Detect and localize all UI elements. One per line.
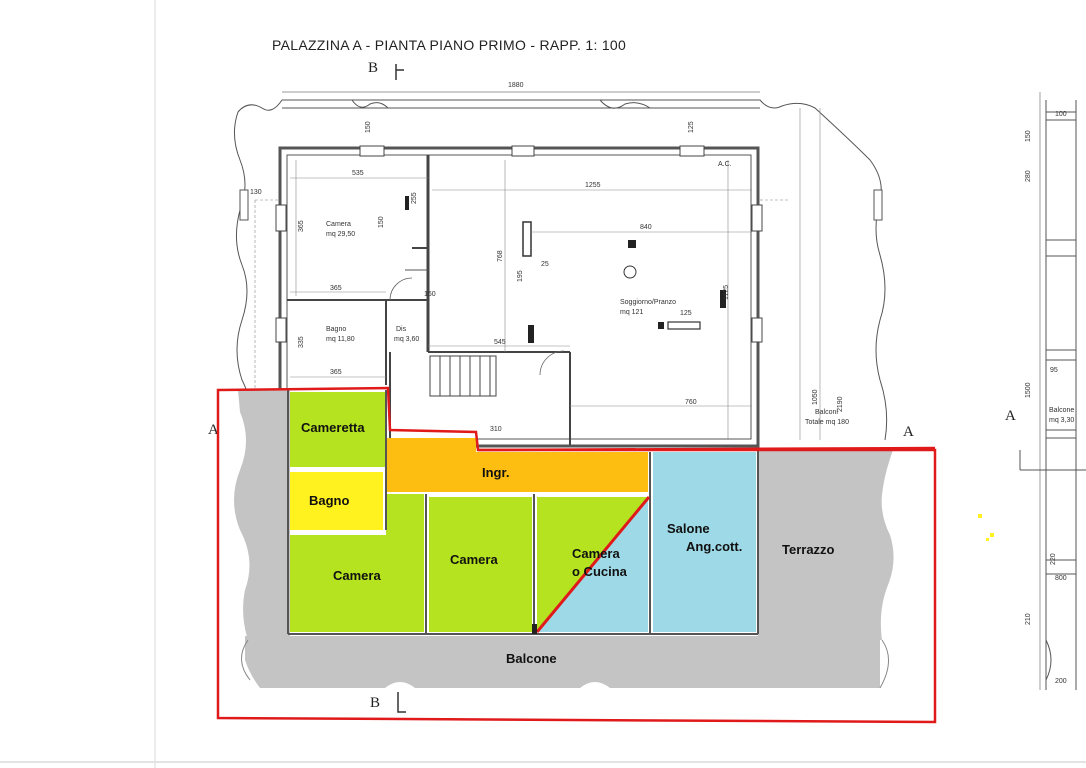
dim-125-top: 125 [688,121,695,133]
split-diagonal [535,496,651,633]
dim-150-top: 150 [365,121,372,133]
dim-760: 760 [685,399,697,406]
dim-1125: 1125 [723,285,730,300]
orig-soggiorno-name: Soggiorno/Pranzo [620,299,676,306]
section-mark-a-far-right: A [1005,408,1016,424]
room-camera-middle [429,497,532,632]
orig-bagno-area: mq 11,80 [326,336,355,343]
balcone-bottom [245,636,880,688]
dim-365-bottom: 365 [330,369,342,376]
side-dim-800: 800 [1055,575,1067,582]
side-dim-1500: 1500 [1025,382,1032,398]
balcone-left [234,390,290,640]
orig-ac: A.C. [718,161,732,168]
label-salone-1: Salone [667,521,710,536]
speck-3 [986,538,989,541]
section-mark-a-left: A [208,422,219,438]
side-balcone-area: mq 3,30 [1049,417,1074,424]
room-ingresso [387,438,648,492]
orig-camera-area: mq 29,50 [326,231,355,238]
dim-365-vert: 365 [298,220,305,232]
side-dim-95: 95 [1050,367,1058,374]
section-mark-b-bottom: B [370,695,380,711]
section-mark-a-right: A [903,424,914,440]
label-salone-2: Ang.cott. [686,539,742,554]
speck-1 [978,514,982,518]
side-dim-100: 100 [1055,111,1067,118]
label-camera-cucina-2: o Cucina [572,564,628,579]
label-camera-middle: Camera [450,552,498,567]
colored-plan [216,386,937,724]
dim-195: 195 [517,270,524,282]
label-camera-left: Camera [333,568,381,583]
room-cameretta [290,392,385,467]
dim-335: 335 [298,336,305,348]
side-section-drawing: 100 150 280 1500 95 220 800 210 200 Balc… [1019,92,1086,690]
dim-150-vert: 150 [378,216,385,228]
dim-545: 545 [494,339,506,346]
side-balcone-name: Balcone [1049,407,1074,414]
dim-top-total: 1880 [508,82,524,89]
orig-bagno-name: Bagno [326,326,346,333]
dim-25: 25 [541,261,549,268]
side-dim-200: 200 [1055,678,1067,685]
dim-310: 310 [490,426,502,433]
orig-camera-name: Camera [326,221,351,228]
speck-2 [990,533,994,537]
section-mark-b-top: B [368,60,378,76]
dim-125: 125 [680,310,692,317]
room-camera-left [290,494,424,632]
room-salone [653,452,756,632]
dim-1050: 1050 [812,389,819,405]
label-balcone: Balcone [506,651,557,666]
side-dim-220: 220 [1050,553,1057,565]
terrazzo-area [758,450,894,640]
label-ingr: Ingr. [482,465,509,480]
orig-dis-area: mq 3,60 [394,336,419,343]
label-cameretta: Cameretta [301,420,365,435]
label-camera-cucina-1: Camera [572,546,620,561]
orig-balconi-area: Totale mq 180 [805,419,849,426]
plan-title: PALAZZINA A - PIANTA PIANO PRIMO - RAPP.… [272,37,626,53]
side-dim-210: 210 [1025,613,1032,625]
section-arrow-b-bottom [397,692,406,713]
dim-255: 255 [411,192,418,204]
dim-2190: 2190 [837,396,844,412]
side-dim-150: 150 [1025,130,1032,142]
dim-365-top: 365 [330,285,342,292]
dim-768: 768 [497,250,504,262]
original-drawing: 1880 [234,82,888,448]
room-bagno [290,472,383,530]
orig-dis-name: Dis [396,326,407,333]
dim-130-side: 130 [250,189,262,196]
dim-160: 160 [424,291,436,298]
label-terrazzo: Terrazzo [782,542,835,557]
dim-1255: 1255 [585,182,601,189]
orig-soggiorno-area: mq 121 [620,309,643,316]
label-bagno: Bagno [309,493,350,508]
side-dim-280: 280 [1025,170,1032,182]
dim-840: 840 [640,224,652,231]
orig-balconi-name: Balconi [815,409,838,416]
dim-535: 535 [352,170,364,177]
